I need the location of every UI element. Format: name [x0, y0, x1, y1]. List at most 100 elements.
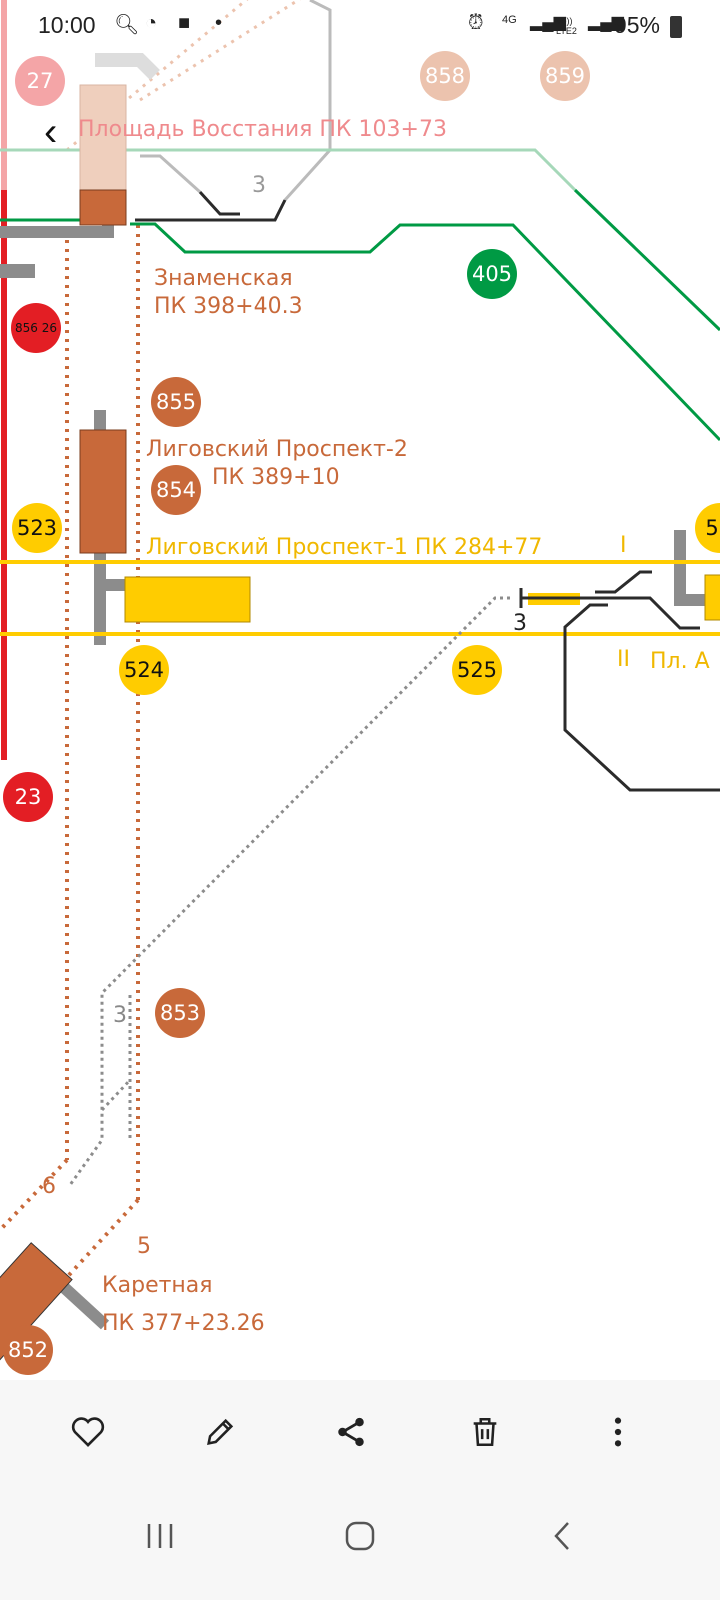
- track-label: 3: [513, 611, 527, 636]
- clock: 10:00: [38, 12, 96, 38]
- track-label: 3: [252, 173, 266, 198]
- pencil-icon: [207, 1418, 234, 1445]
- badge-852: 852: [3, 1325, 53, 1375]
- favorite-button[interactable]: [66, 1410, 110, 1454]
- black-track: [563, 603, 720, 792]
- orange-dotted-track: [139, 0, 302, 102]
- platform-ploshchad-vosstaniya-lower: [79, 189, 127, 226]
- track-label: 3: [113, 1003, 127, 1028]
- orange-dotted-track: [0, 1158, 69, 1232]
- badge-858: 858: [420, 51, 470, 101]
- station-znamenskaya: Знаменская: [154, 266, 293, 291]
- badge-23: 23: [3, 772, 53, 822]
- signal-icon: ▂▄▆: [588, 14, 624, 31]
- svg-text:5: 5: [705, 516, 718, 540]
- station-pl-a: Пл. А: [650, 649, 710, 674]
- action-bar: [0, 1380, 720, 1490]
- station-ligovsky-1: Лиговский Проспект-1 ПК 284+77: [146, 535, 542, 560]
- platform-ploshchad-vosstaniya: [79, 84, 127, 191]
- track-label-I: I: [620, 533, 627, 558]
- badge-524: 524: [119, 645, 169, 695]
- track-label: 6: [42, 1174, 56, 1199]
- back-nav-button[interactable]: [532, 1506, 592, 1566]
- badge-854: 854: [151, 465, 201, 515]
- station-znamenskaya-pk: ПК 398+40.3: [154, 294, 303, 319]
- platform-pl-a: [704, 574, 720, 621]
- alarm-icon: ⏰︎: [468, 12, 484, 34]
- battery-icon: [670, 16, 682, 38]
- gray-outline-track: [283, 0, 332, 202]
- green-line: [130, 222, 720, 442]
- track-label-II: II: [617, 647, 630, 672]
- platform-ligovsky-1: [124, 576, 251, 623]
- gray-track: [95, 53, 160, 80]
- station-karetnaya: Каретная: [102, 1273, 213, 1298]
- home-icon: [345, 1521, 375, 1551]
- more-options-button[interactable]: [596, 1410, 640, 1454]
- badge-525: 525: [452, 645, 502, 695]
- svg-text:854: 854: [156, 478, 196, 502]
- badge-859: 859: [540, 51, 590, 101]
- svg-text:855: 855: [156, 390, 196, 414]
- badge-405: 405: [467, 249, 517, 299]
- svg-text:524: 524: [124, 658, 164, 682]
- badge-856-26: 856 26: [11, 303, 61, 353]
- track-label: 5: [137, 1234, 151, 1259]
- orange-dotted-track: [0, 1198, 140, 1352]
- badge-5: 5: [695, 503, 720, 553]
- gray-dotted-track: [100, 995, 132, 1140]
- volte-indicator: Vo)) LTE2: [556, 16, 577, 36]
- svg-text:852: 852: [8, 1338, 48, 1362]
- svg-text:853: 853: [160, 1001, 200, 1025]
- svg-text:856 26: 856 26: [15, 321, 57, 335]
- svg-text:859: 859: [545, 64, 585, 88]
- gray-track: [674, 530, 705, 606]
- station-ligovsky-2: Лиговский Проспект-2: [146, 437, 408, 462]
- green-line: [0, 148, 577, 192]
- svg-text:525: 525: [457, 658, 497, 682]
- trash-icon: [473, 1417, 497, 1447]
- black-track: [595, 570, 652, 594]
- svg-text:405: 405: [472, 262, 512, 286]
- search-icon: 🔍︎: [114, 14, 140, 36]
- more-notifications-dot-icon: •: [215, 12, 223, 34]
- share-icon: [338, 1417, 364, 1447]
- status-bar: 10:00 🔍︎ ◔ ■ • ⏰︎ 4G ▂▄▆ Vo)) LTE2 ▂▄▆ 9…: [0, 0, 720, 52]
- platform-ligovsky-2: [79, 429, 127, 554]
- station-karetnaya-pk: ПК 377+23.26: [102, 1311, 265, 1336]
- delete-button[interactable]: [463, 1410, 507, 1454]
- badge-523: 523: [12, 503, 62, 553]
- system-navigation-bar: [0, 1490, 720, 1600]
- black-track: [140, 154, 202, 194]
- black-track: [198, 190, 240, 216]
- station-ligovsky-2-pk: ПК 389+10: [212, 465, 340, 490]
- recents-icon: [147, 1524, 173, 1548]
- recents-button[interactable]: [130, 1506, 190, 1566]
- badge-853: 853: [155, 988, 205, 1038]
- svg-text:23: 23: [15, 785, 42, 809]
- battery-percent: 95%: [613, 12, 660, 38]
- signal-icon: ▂▄▆: [530, 14, 566, 31]
- edit-button[interactable]: [198, 1410, 242, 1454]
- share-button[interactable]: [329, 1410, 373, 1454]
- back-button[interactable]: ‹: [44, 110, 58, 154]
- svg-text:27: 27: [27, 69, 54, 93]
- home-button[interactable]: [330, 1506, 390, 1566]
- svg-text:523: 523: [17, 516, 57, 540]
- network-type: 4G: [502, 14, 517, 26]
- more-vertical-icon: [614, 1417, 622, 1447]
- badge-27: 27: [15, 56, 65, 106]
- back-icon: [554, 1522, 569, 1550]
- black-track: [520, 596, 700, 630]
- green-line: [573, 188, 720, 332]
- message-icon: ■: [178, 12, 191, 34]
- heart-icon: [71, 1417, 105, 1447]
- platform-karetnaya: [0, 1242, 73, 1363]
- station-ploshchad-vosstaniya: Площадь Восстания ПК 103+73: [78, 117, 447, 142]
- svg-text:858: 858: [425, 64, 465, 88]
- black-track: [135, 199, 287, 222]
- gray-dotted-track: [68, 596, 510, 1186]
- app-notification-icon: ◔: [145, 12, 158, 34]
- badge-855: 855: [151, 377, 201, 427]
